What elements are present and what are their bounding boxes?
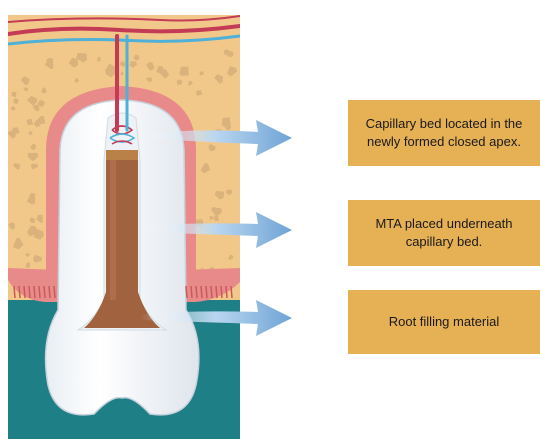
gingiva-stroke (216, 286, 217, 298)
label-mta-line1: MTA placed underneath (375, 215, 512, 233)
label-mta-line2: capillary bed. (375, 233, 512, 251)
label-capillary-bed-line2: newly formed closed apex. (366, 133, 523, 151)
gingiva-stroke (39, 286, 40, 298)
gingiva-stroke (191, 286, 192, 298)
gingiva-stroke (226, 286, 227, 298)
gingiva-stroke (49, 286, 50, 298)
gingiva-stroke (54, 286, 55, 298)
label-root-filling-line1: Root filling material (389, 313, 500, 331)
gingiva-stroke (186, 286, 187, 298)
label-capillary-bed: Capillary bed located in the newly forme… (348, 100, 540, 166)
gingiva-stroke (196, 286, 197, 298)
gingiva-stroke (221, 286, 222, 298)
label-capillary-bed-line1: Capillary bed located in the (366, 115, 523, 133)
label-root-filling: Root filling material (348, 290, 540, 354)
label-mta: MTA placed underneath capillary bed. (348, 200, 540, 266)
gingiva-stroke (19, 286, 20, 298)
mta (106, 150, 138, 160)
root-filling-highlight (110, 160, 116, 300)
gingiva-stroke (14, 286, 15, 298)
gingiva-stroke (231, 286, 232, 298)
gingiva-stroke (29, 286, 30, 298)
gingiva-stroke (211, 286, 212, 298)
gingiva-stroke (34, 286, 35, 298)
gingiva-stroke (206, 286, 207, 298)
gingiva-stroke (24, 286, 25, 298)
gingiva-stroke (44, 286, 45, 298)
bone-spot (222, 117, 231, 127)
gingiva-stroke (201, 286, 202, 298)
